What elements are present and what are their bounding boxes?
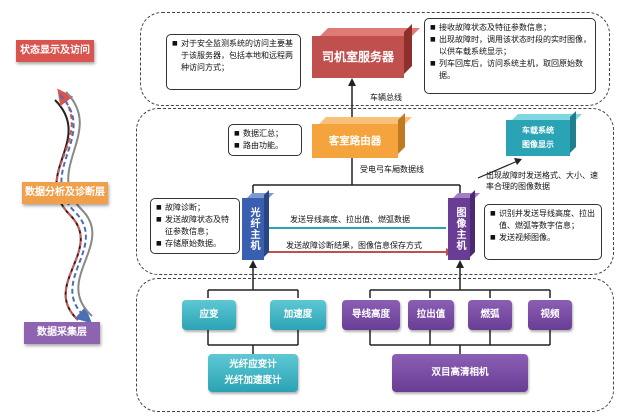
image-host-note-item: 识别并发送导线高度、拉出值、燃弧等数字信息； xyxy=(490,208,597,232)
server-box: 司机室服务器 xyxy=(312,24,420,78)
fiber-host-note-item: 发送故障状态及特征参数信息； xyxy=(156,214,235,238)
layer-label-top: 状态显示及访问层 xyxy=(16,40,94,78)
fiber-sensor-source: 光纤应变计 光纤加速度计 xyxy=(208,354,298,392)
image-host-note: 识别并发送导线高度、拉出值、燃弧等数字信息； 发送视频图像。 xyxy=(484,204,602,260)
fiber-host-note-item: 故障诊断； xyxy=(156,202,235,214)
fiber-host-title: 光纤主机 xyxy=(242,198,264,260)
layer-label-middle: 数据分析及诊断层 xyxy=(22,182,108,204)
video-item: 视频 xyxy=(528,300,572,330)
server-access-note: 对于安全监测系统的访问主要基于该服务器，包括本地和远程两种访问方式； xyxy=(166,34,301,90)
arcing-item: 燃弧 xyxy=(468,300,512,330)
image-host-title: 图像主机 xyxy=(448,198,470,260)
image-host-box: 图像主机 xyxy=(448,190,480,260)
server-function-item: 出现故障时，调用该状态时段的实时图像，以供车载系统显示； xyxy=(430,34,591,58)
fiber-sensor-source-line2: 光纤加速度计 xyxy=(224,375,282,386)
router-title: 客室路由器 xyxy=(312,124,398,158)
server-function-item: 列车回库后，访问系统主机，取回原始数据。 xyxy=(430,58,591,82)
router-note: 数据汇总； 路由功能。 xyxy=(228,124,302,156)
fiber-sensor-source-line1: 光纤应变计 xyxy=(229,359,277,370)
router-note-item: 路由功能。 xyxy=(234,140,297,152)
strain-item: 应变 xyxy=(182,300,236,330)
layer-label-bottom: 数据采集层 xyxy=(24,322,100,344)
image-host-note-item: 发送视频图像。 xyxy=(490,232,597,244)
display-note: 出现故障时发送格式、大小、速率合理的图像数据 xyxy=(486,171,598,191)
fiber-host-note-item: 存储原始数据。 xyxy=(156,238,235,250)
arrow-label-lower: 发送故障诊断结果，图像信息保存方式 xyxy=(286,241,422,250)
bottom-layer-frame xyxy=(136,278,614,412)
wire-height-item: 导线高度 xyxy=(342,300,400,330)
server-function-note: 接收故障状态及特征参数信息； 出现故障时，调用该状态时段的实时图像，以供车载系统… xyxy=(424,18,596,94)
display-box: 车载系统 图像显示 xyxy=(506,111,582,156)
middle-layer-frame xyxy=(136,108,614,275)
display-title-line2: 图像显示 xyxy=(522,140,554,149)
router-note-item: 数据汇总； xyxy=(234,128,297,140)
arrow-label-upper: 发送导线高度、拉出值、燃弧数据 xyxy=(290,215,410,224)
acceleration-item: 加速度 xyxy=(270,300,326,330)
camera-source: 双目高清相机 xyxy=(392,354,528,392)
server-function-item: 接收故障状态及特征参数信息； xyxy=(430,22,591,34)
top-layer-frame xyxy=(140,12,610,106)
ethernet-label: 受电弓车厢数据线 xyxy=(360,165,424,174)
server-access-note-item: 对于安全监测系统的访问主要基于该服务器，包括本地和远程两种访问方式； xyxy=(172,38,296,74)
display-title-line1: 车载系统 xyxy=(522,126,554,135)
server-title: 司机室服务器 xyxy=(312,36,404,78)
fiber-host-note: 故障诊断； 发送故障状态及特征参数信息； 存储原始数据。 xyxy=(150,198,240,254)
stagger-value-item: 拉出值 xyxy=(408,300,454,330)
router-box: 客室路由器 xyxy=(312,113,412,158)
fiber-host-box: 光纤主机 xyxy=(242,190,274,260)
vehicle-bus-label: 车辆总线 xyxy=(370,93,402,102)
